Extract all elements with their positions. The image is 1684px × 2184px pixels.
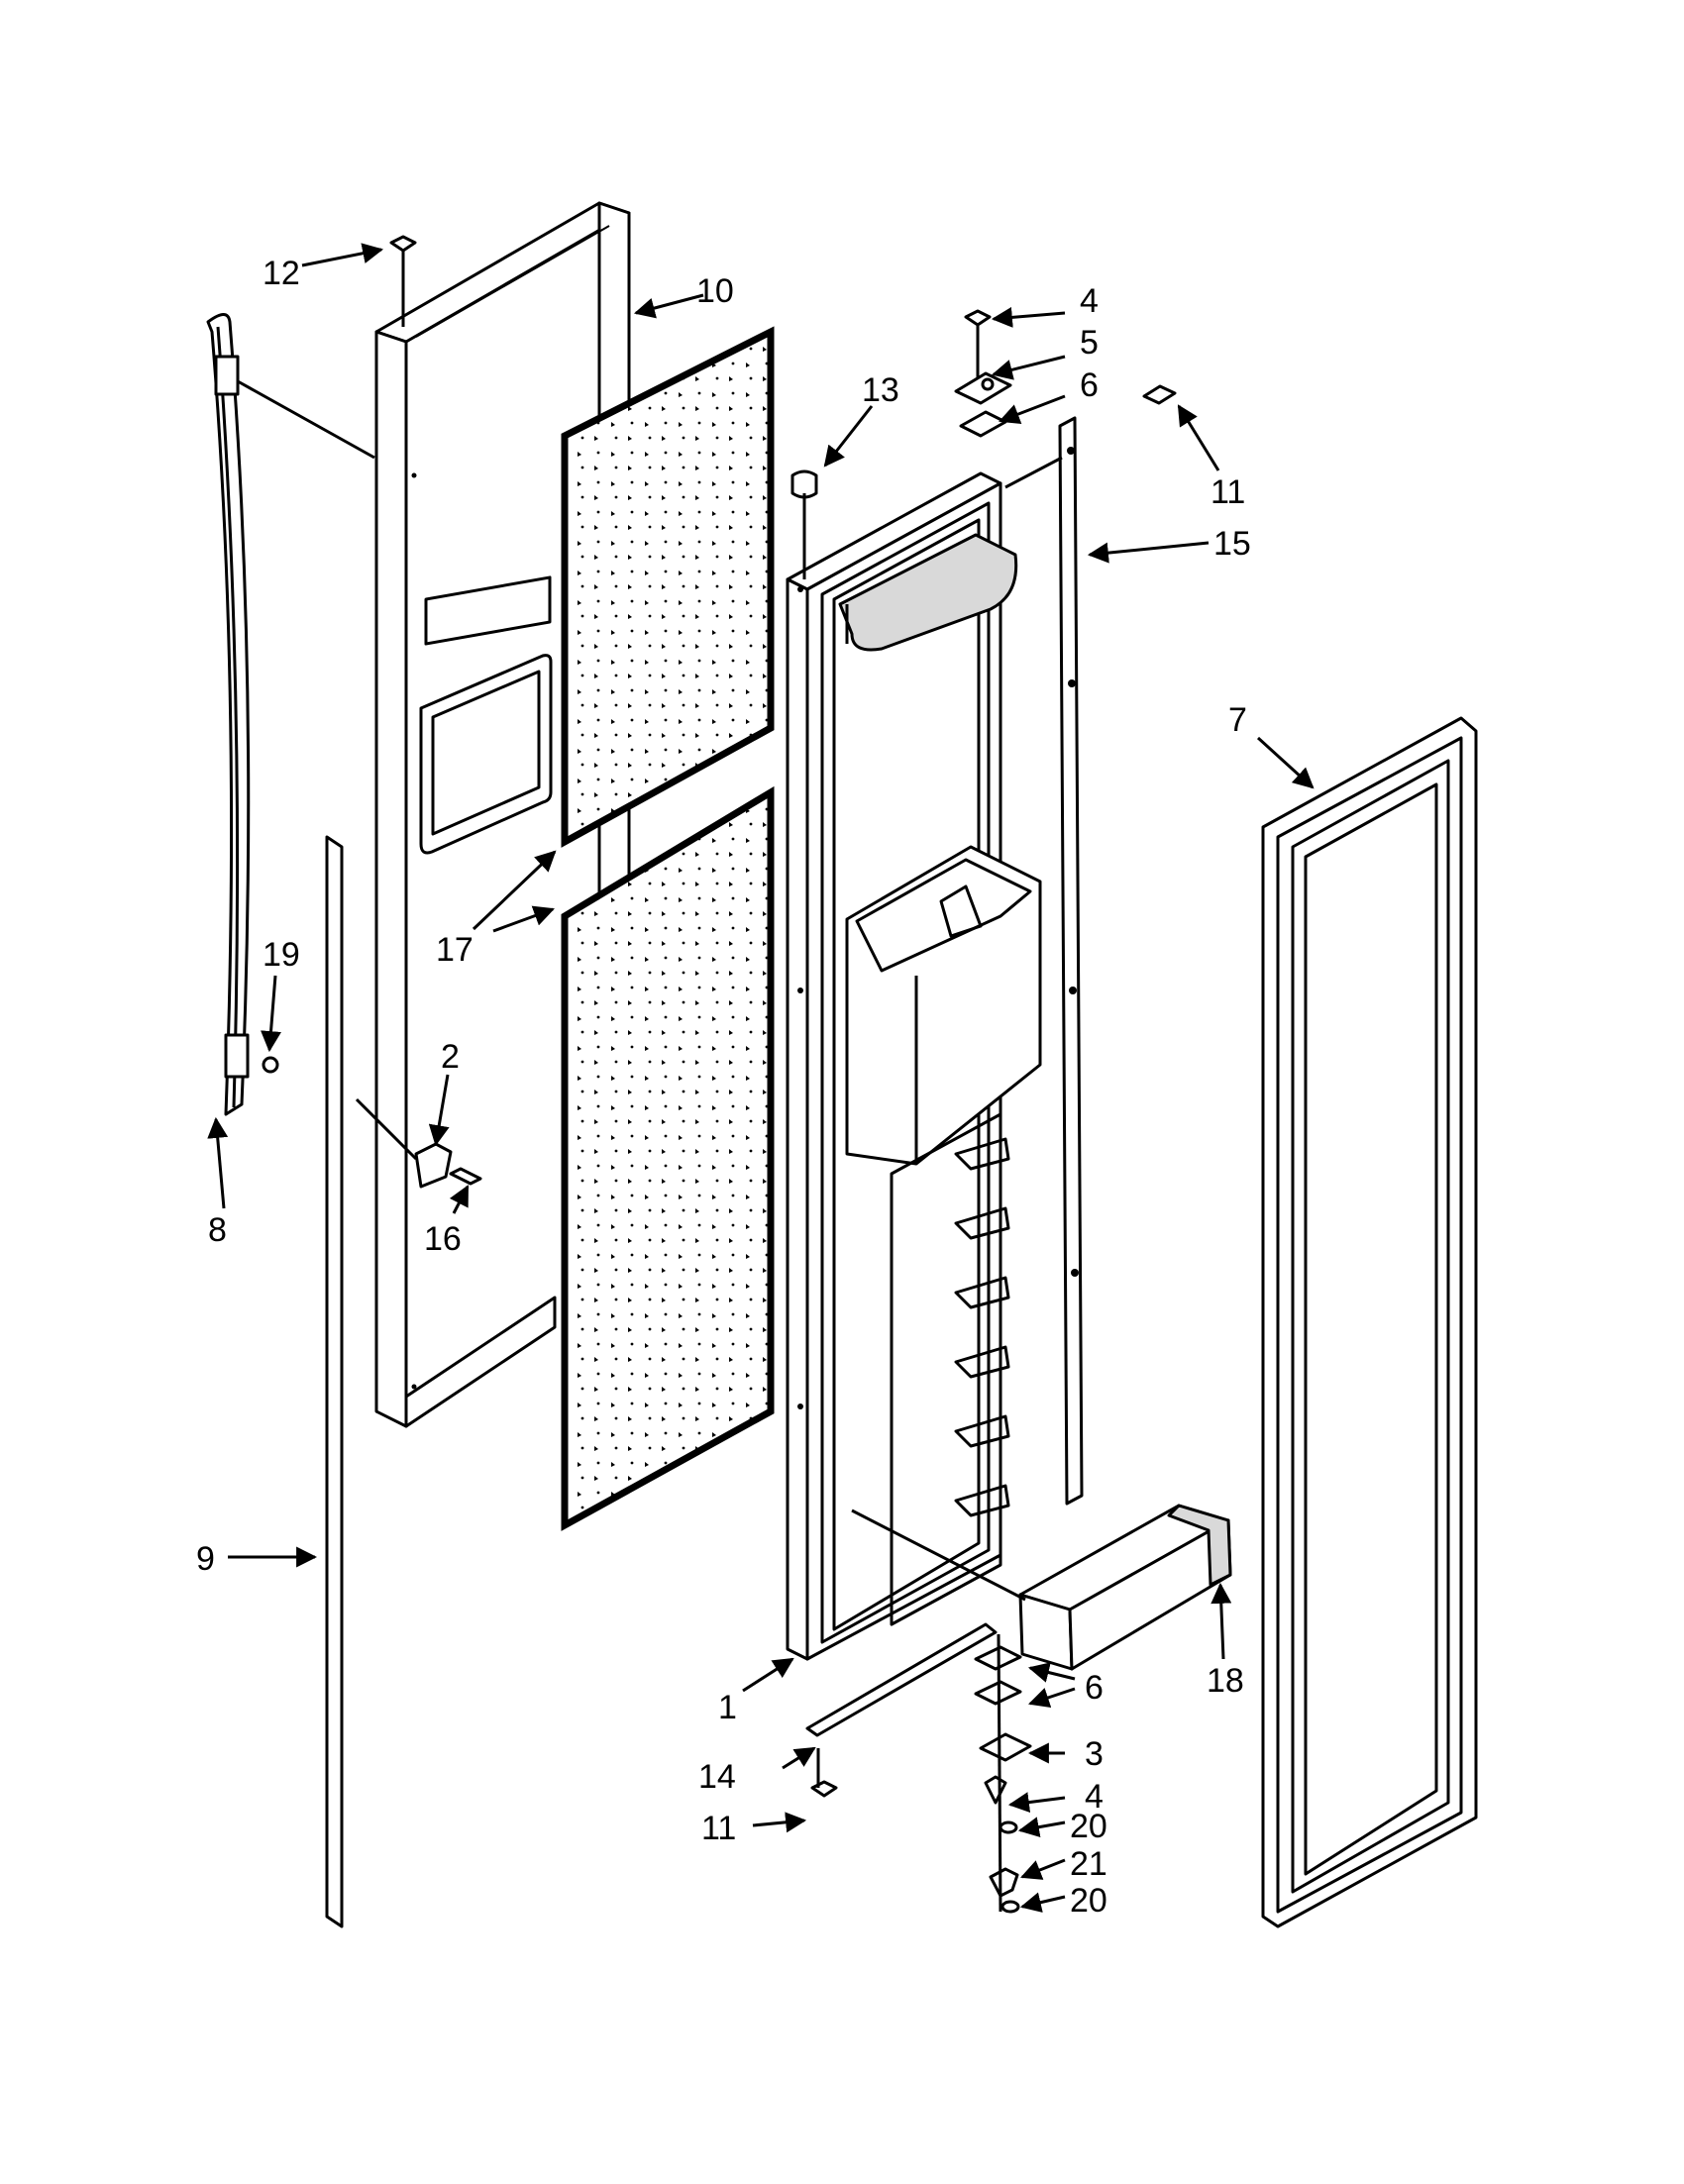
callout-16: 16	[424, 1220, 462, 1258]
callout-10: 10	[696, 272, 734, 310]
callout-3: 3	[1085, 1735, 1104, 1773]
callout-11-bottom: 11	[701, 1810, 736, 1847]
callout-19: 19	[263, 936, 300, 974]
callout-arrows	[207, 243, 1315, 1913]
door-trim-strip	[325, 835, 344, 1928]
top-hinge-hardware	[389, 235, 1177, 579]
callout-6-top: 6	[1080, 366, 1099, 404]
callout-4-bottom: 4	[1085, 1778, 1104, 1816]
callout-11-top: 11	[1210, 473, 1245, 511]
callout-9: 9	[196, 1540, 215, 1578]
callout-4-top: 4	[1080, 282, 1099, 320]
callout-20-b: 20	[1070, 1882, 1107, 1920]
callout-labels: 12 10 4 5 6 13 11 15 7 17 19 2 8 16 9 1 …	[196, 255, 1251, 1920]
callout-12: 13	[862, 371, 899, 409]
callout-14: 14	[698, 1758, 736, 1796]
door-bin	[851, 1504, 1232, 1671]
callout-13: 12	[263, 255, 300, 292]
bottom-hinge-hardware	[805, 1622, 1032, 1914]
door-shelf-slots	[954, 1137, 1010, 1517]
callout-18: 18	[1207, 1662, 1244, 1700]
callout-6-bottom: 6	[1085, 1669, 1104, 1707]
callout-5: 5	[1080, 324, 1099, 362]
callout-20-a: 20	[1070, 1808, 1107, 1845]
insulation-panels	[561, 326, 775, 1531]
callout-15: 15	[1213, 525, 1251, 563]
callout-7: 7	[1228, 701, 1247, 739]
callout-21: 21	[1070, 1845, 1107, 1883]
callout-1: 1	[718, 1689, 737, 1726]
callout-17: 17	[436, 931, 474, 969]
callout-2: 2	[441, 1038, 460, 1076]
door-handle	[206, 313, 375, 1116]
door-liner	[786, 471, 1042, 1661]
door-stop-strip	[1004, 416, 1084, 1506]
door-gasket	[1261, 716, 1478, 1928]
callout-8: 8	[208, 1211, 227, 1249]
small-parts	[262, 1056, 482, 1189]
